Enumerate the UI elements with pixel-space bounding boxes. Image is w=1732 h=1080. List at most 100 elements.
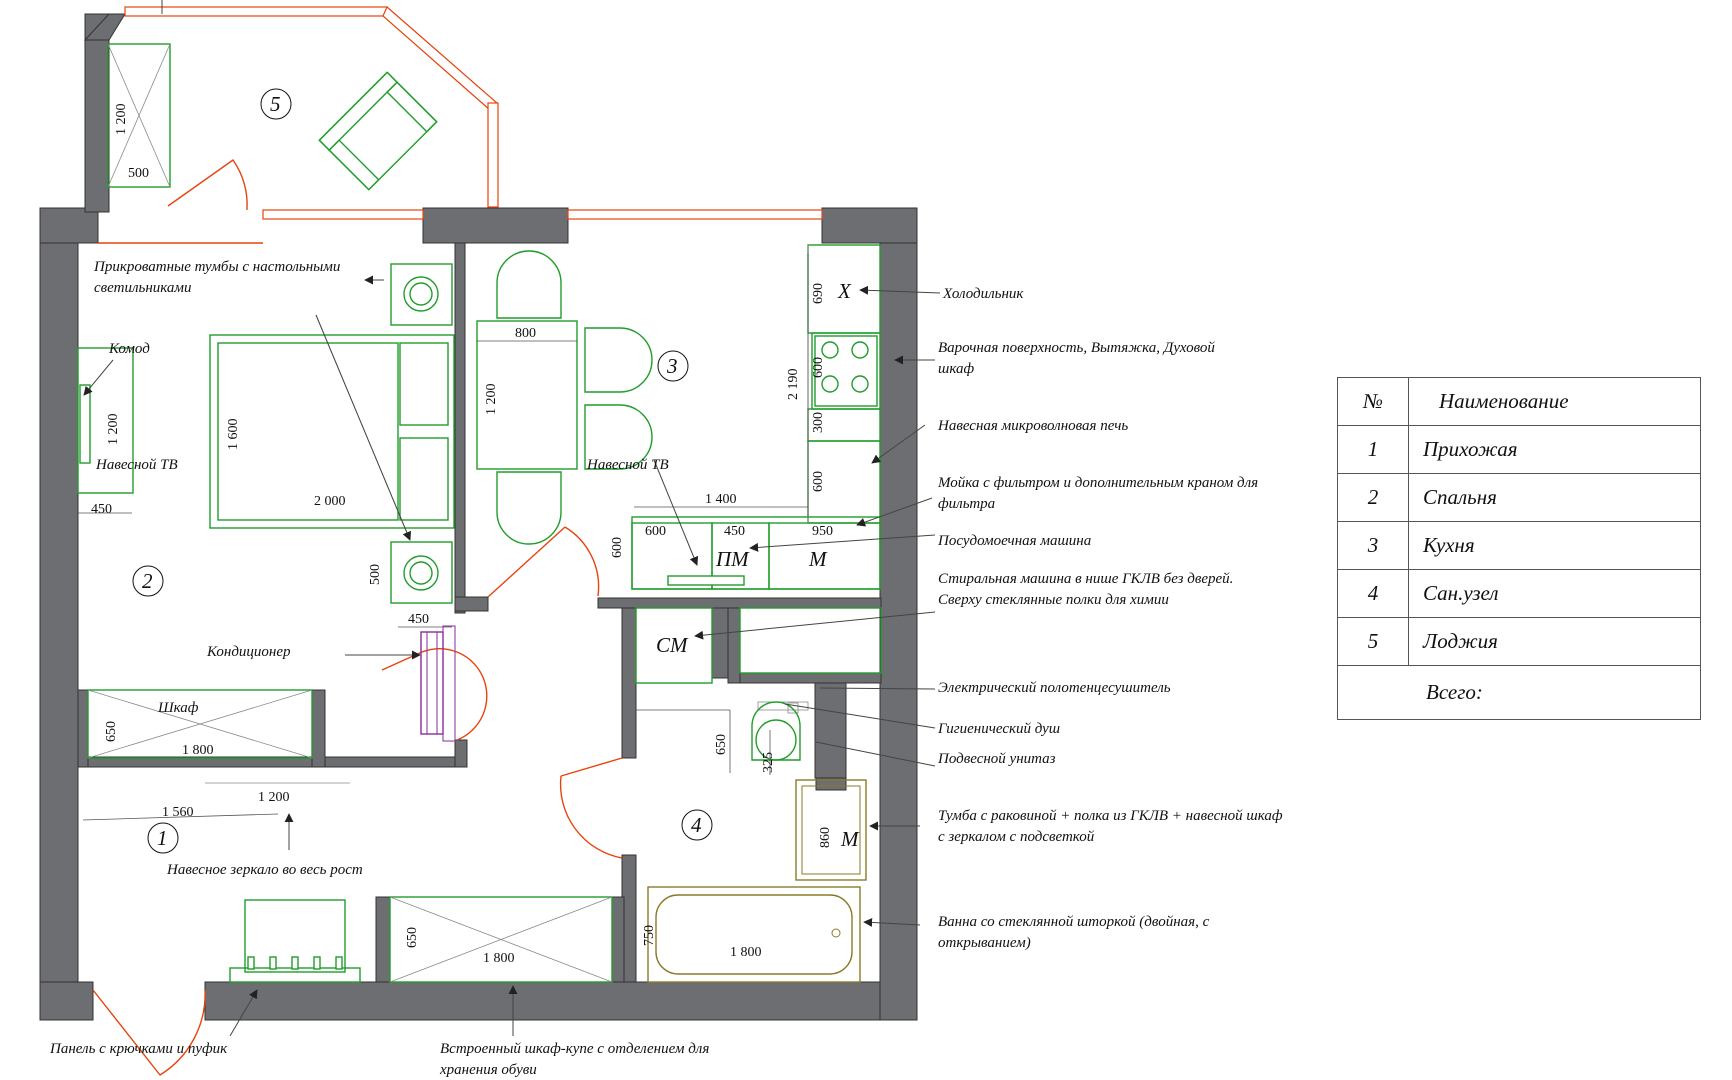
legend-row: 5 Лоджия [1337, 617, 1701, 666]
hall-furniture [205, 782, 613, 983]
label-fridge: Холодильник [942, 286, 1024, 302]
legend-num: 2 [1337, 473, 1409, 522]
dim-toilet-650: 650 [714, 734, 729, 755]
bedroom-furniture [77, 263, 456, 759]
dim-k600d: 600 [610, 537, 625, 558]
legend-name: Кухня [1408, 521, 1701, 570]
label-bath-2: открыванием) [938, 935, 1031, 951]
dim-closet-1800: 1 800 [483, 951, 515, 966]
mark-dishwasher: ПМ [715, 547, 750, 571]
dim-kitchen-2190: 2 190 [786, 369, 801, 401]
dim-dresser-1200: 1 200 [106, 414, 121, 446]
dim-k600b: 600 [811, 471, 826, 492]
label-sink-1: Мойка с фильтром и дополнительным краном… [937, 475, 1258, 491]
leaders [83, 0, 941, 1037]
legend-name: Прихожая [1408, 425, 1701, 474]
mark-vanity-m: М [840, 827, 860, 851]
label-washer-1: Стиральная машина в нише ГКЛВ без дверей… [938, 571, 1233, 587]
bathroom-furniture [635, 607, 882, 983]
dimension-texts: 1 200 500 1 200 450 1 600 2 000 500 450 … [91, 104, 833, 967]
label-dishwasher: Посудомоечная машина [937, 533, 1091, 549]
label-closet-1: Встроенный шкаф-купе с отделением для [440, 1041, 709, 1057]
dim-wardrobe-650: 650 [104, 721, 119, 742]
loggia-furniture [107, 43, 438, 191]
legend-total: Всего: [1337, 665, 1701, 720]
dim-closet-650: 650 [405, 927, 420, 948]
dim-table-1200: 1 200 [484, 384, 499, 416]
legend-num: 1 [1337, 425, 1409, 474]
label-vanity-1: Тумба с раковиной + полка из ГКЛВ + наве… [938, 808, 1283, 824]
legend-name: Сан.узел [1408, 569, 1701, 618]
label-tv-bedroom: Навесной ТВ [95, 457, 178, 473]
dim-dresser-450: 450 [91, 502, 112, 517]
dim-nightstand-500: 500 [368, 564, 383, 585]
legend-num: 3 [1337, 521, 1409, 570]
label-mirror: Навесное зеркало во весь рост [166, 862, 363, 878]
dim-vanity-860: 860 [818, 827, 833, 848]
dim-bath-1800: 1 800 [730, 945, 762, 960]
dim-k1400: 1 400 [705, 492, 737, 507]
doors [92, 159, 623, 1076]
legend-row: 2 Спальня [1337, 473, 1701, 522]
floor-plan: 1 200 500 1 200 450 1 600 2 000 500 450 … [39, 0, 1283, 1078]
room-number-2: 2 [142, 569, 153, 593]
mark-fridge: Х [837, 279, 852, 303]
dim-table-800: 800 [515, 326, 536, 341]
dim-nightstand-450: 450 [408, 612, 429, 627]
label-sink-2: фильтра [938, 496, 995, 512]
label-ac: Кондиционер [206, 644, 291, 660]
label-towel: Электрический полотенцесушитель [938, 680, 1171, 696]
label-nightstands-1: Прикроватные тумбы с настольными [93, 259, 340, 275]
dim-k690: 690 [811, 283, 826, 304]
legend-num: 5 [1337, 617, 1409, 666]
dim-hall-1200: 1 200 [258, 790, 290, 805]
dim-bed-1600: 1 600 [226, 419, 241, 451]
dim-k600c: 600 [645, 524, 666, 539]
appliance-marks: Х ПМ М СМ М [656, 279, 860, 851]
dim-bath-750: 750 [642, 925, 657, 946]
legend-name: Спальня [1408, 473, 1701, 522]
label-washer-2: Сверху стеклянные полки для химии [938, 592, 1169, 608]
room-number-3: 3 [666, 354, 678, 378]
label-toilet: Подвесной унитаз [937, 751, 1056, 767]
mark-microwave-m: М [808, 547, 828, 571]
room-number-4: 4 [691, 813, 702, 837]
room-number-5: 5 [270, 92, 281, 116]
legend-header-row: № Наименование [1337, 377, 1701, 426]
legend-row: 1 Прихожая [1337, 425, 1701, 474]
legend-name: Лоджия [1408, 617, 1701, 666]
dim-loggia-500: 500 [128, 166, 149, 181]
dim-k600a: 600 [811, 357, 826, 378]
dim-toilet-325: 325 [761, 752, 776, 773]
windows [98, 6, 823, 244]
dim-k450: 450 [724, 524, 745, 539]
legend-header-num: № [1337, 377, 1409, 426]
label-shower: Гигиенический душ [937, 721, 1060, 737]
label-closet-2: хранения обуви [439, 1062, 537, 1078]
label-vanity-2: с зеркалом с подсветкой [938, 829, 1095, 845]
mark-washer: СМ [656, 633, 689, 657]
label-wardrobe: Шкаф [157, 700, 199, 716]
label-bath-1: Ванна со стеклянной шторкой (двойная, с [938, 914, 1210, 930]
legend-header-name: Наименование [1408, 377, 1701, 426]
room-numbers: 5 2 3 4 1 [132, 88, 713, 854]
dim-k950: 950 [812, 524, 833, 539]
legend-row: 3 Кухня [1337, 521, 1701, 570]
label-hob-2: шкаф [938, 361, 974, 377]
dim-bed-2000: 2 000 [314, 494, 346, 509]
dim-hall-1560: 1 560 [162, 805, 194, 820]
label-dresser: Комод [108, 341, 150, 357]
legend-row: 4 Сан.узел [1337, 569, 1701, 618]
dim-wardrobe-1800: 1 800 [182, 743, 214, 758]
dim-k300: 300 [811, 412, 826, 433]
room-number-1: 1 [157, 826, 168, 850]
dim-loggia-1200: 1 200 [114, 104, 129, 136]
label-hob-1: Варочная поверхность, Вытяжка, Духовой [938, 340, 1215, 356]
label-nightstands-2: светильниками [94, 280, 192, 296]
legend-total-row: Всего: [1337, 665, 1701, 720]
walls [39, 13, 918, 1021]
label-microwave: Навесная микроволновая печь [937, 418, 1128, 434]
legend-num: 4 [1337, 569, 1409, 618]
label-tv-kitchen: Навесной ТВ [586, 457, 669, 473]
callout-labels: Холодильник Варочная поверхность, Вытяжк… [49, 259, 1283, 1078]
